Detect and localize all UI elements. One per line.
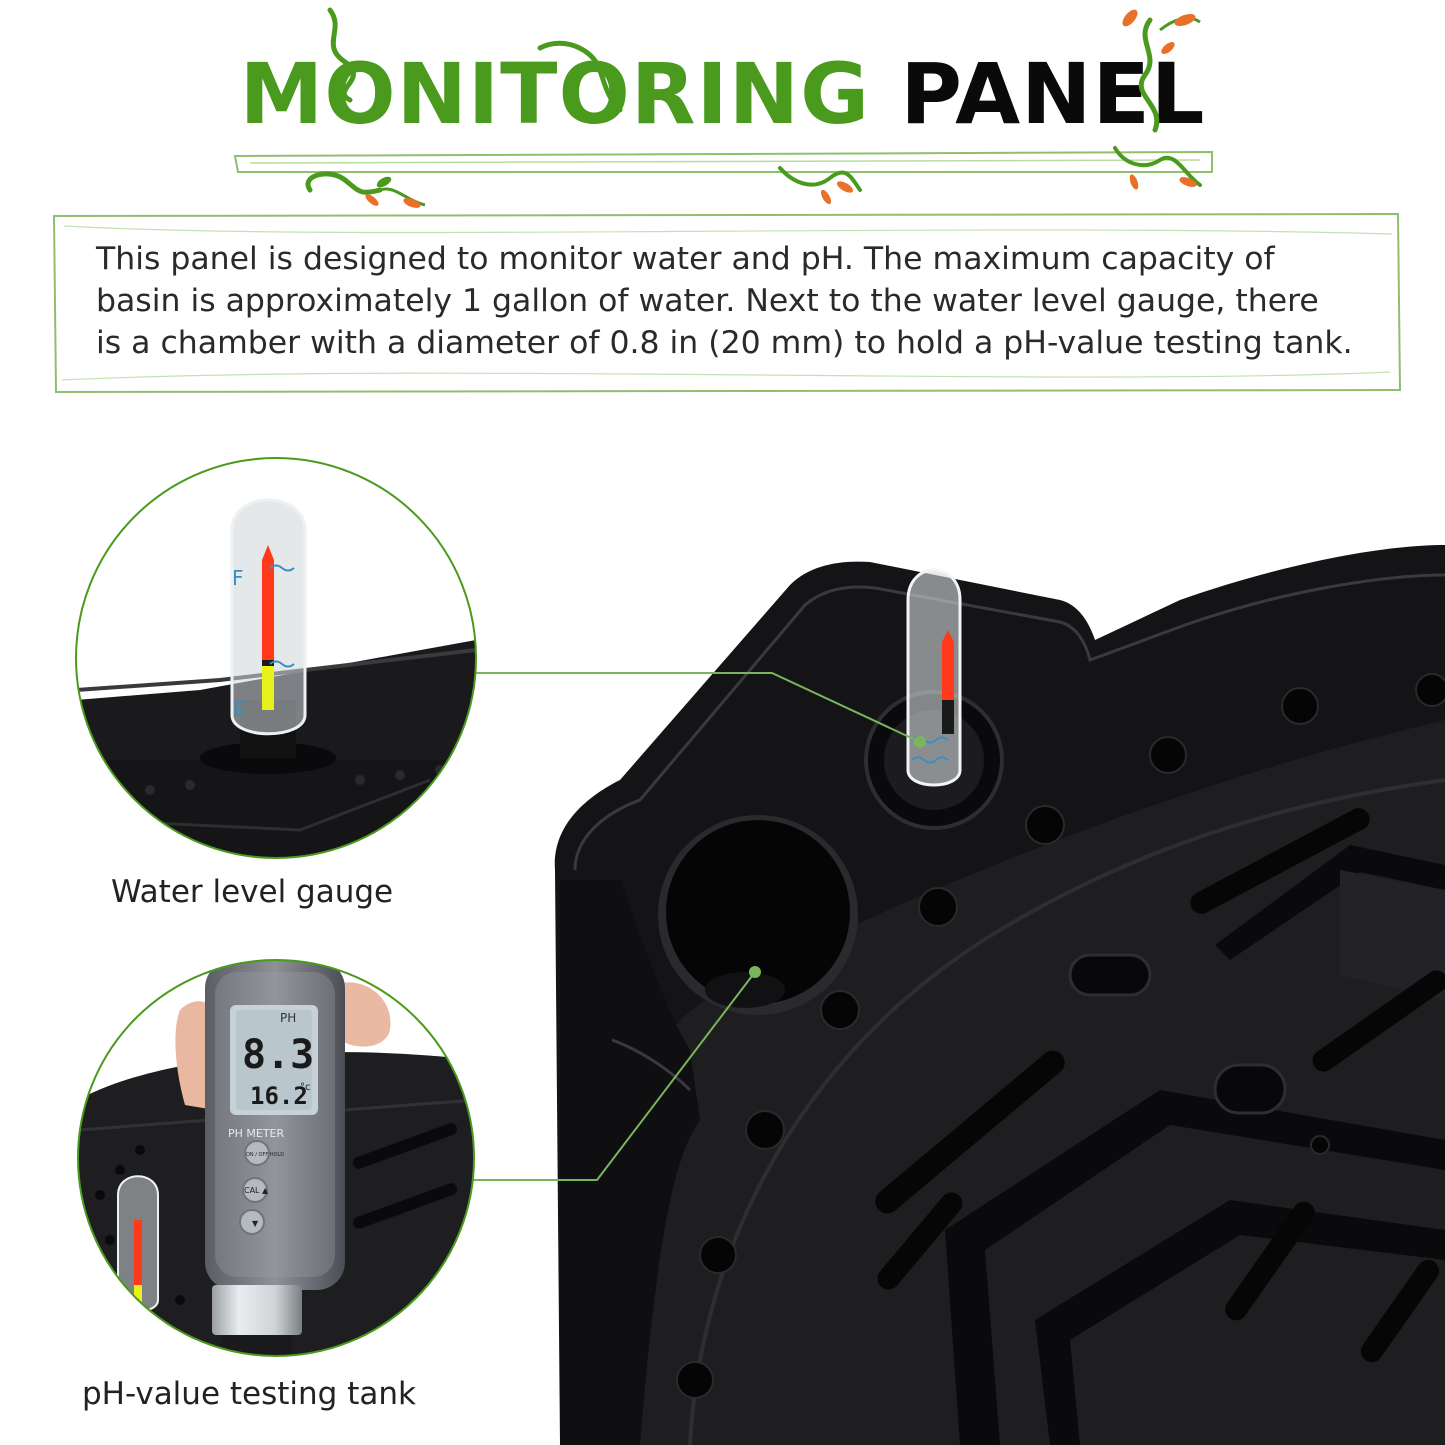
gauge-empty-mark: E bbox=[233, 697, 246, 721]
description-line-1: This panel is designed to monitor water … bbox=[96, 241, 1275, 277]
closeup-water-gauge: F E bbox=[75, 457, 477, 859]
callout-dot-chamber bbox=[749, 966, 761, 978]
meter-button-cal: CAL ▲ bbox=[244, 1186, 269, 1195]
meter-temp-unit: °c bbox=[300, 1082, 311, 1093]
description-line-2: basin is approximately 1 gallon of water… bbox=[96, 283, 1319, 319]
meter-ph-value: 8.3 bbox=[242, 1032, 314, 1078]
closeup-ph-tank: PH 8.3 16.2 °c PH METER ON / OFF HOLD CA… bbox=[77, 959, 475, 1357]
meter-button-down: ▼ bbox=[252, 1219, 259, 1228]
meter-brand: PH METER bbox=[228, 1127, 285, 1140]
vine-decoration bbox=[233, 7, 1213, 208]
meter-button-onoff: ON / OFF HOLD bbox=[246, 1152, 284, 1158]
meter-ph-label: PH bbox=[280, 1011, 296, 1025]
description-frame bbox=[52, 212, 1402, 394]
caption-ph-testing-tank: pH-value testing tank bbox=[82, 1376, 416, 1412]
page-title: MONITORING PANEL bbox=[0, 44, 1445, 144]
gauge-full-mark: F bbox=[232, 566, 244, 590]
meter-temp-value: 16.2 bbox=[250, 1082, 308, 1110]
description-line-3: is a chamber with a diameter of 0.8 in (… bbox=[96, 325, 1353, 361]
callout-lines bbox=[470, 672, 921, 1181]
basin-body bbox=[554, 545, 1445, 1445]
caption-water-level-gauge: Water level gauge bbox=[111, 874, 394, 910]
callout-dot-gauge bbox=[914, 736, 926, 748]
description-text: This panel is designed to monitor water … bbox=[96, 238, 1396, 364]
